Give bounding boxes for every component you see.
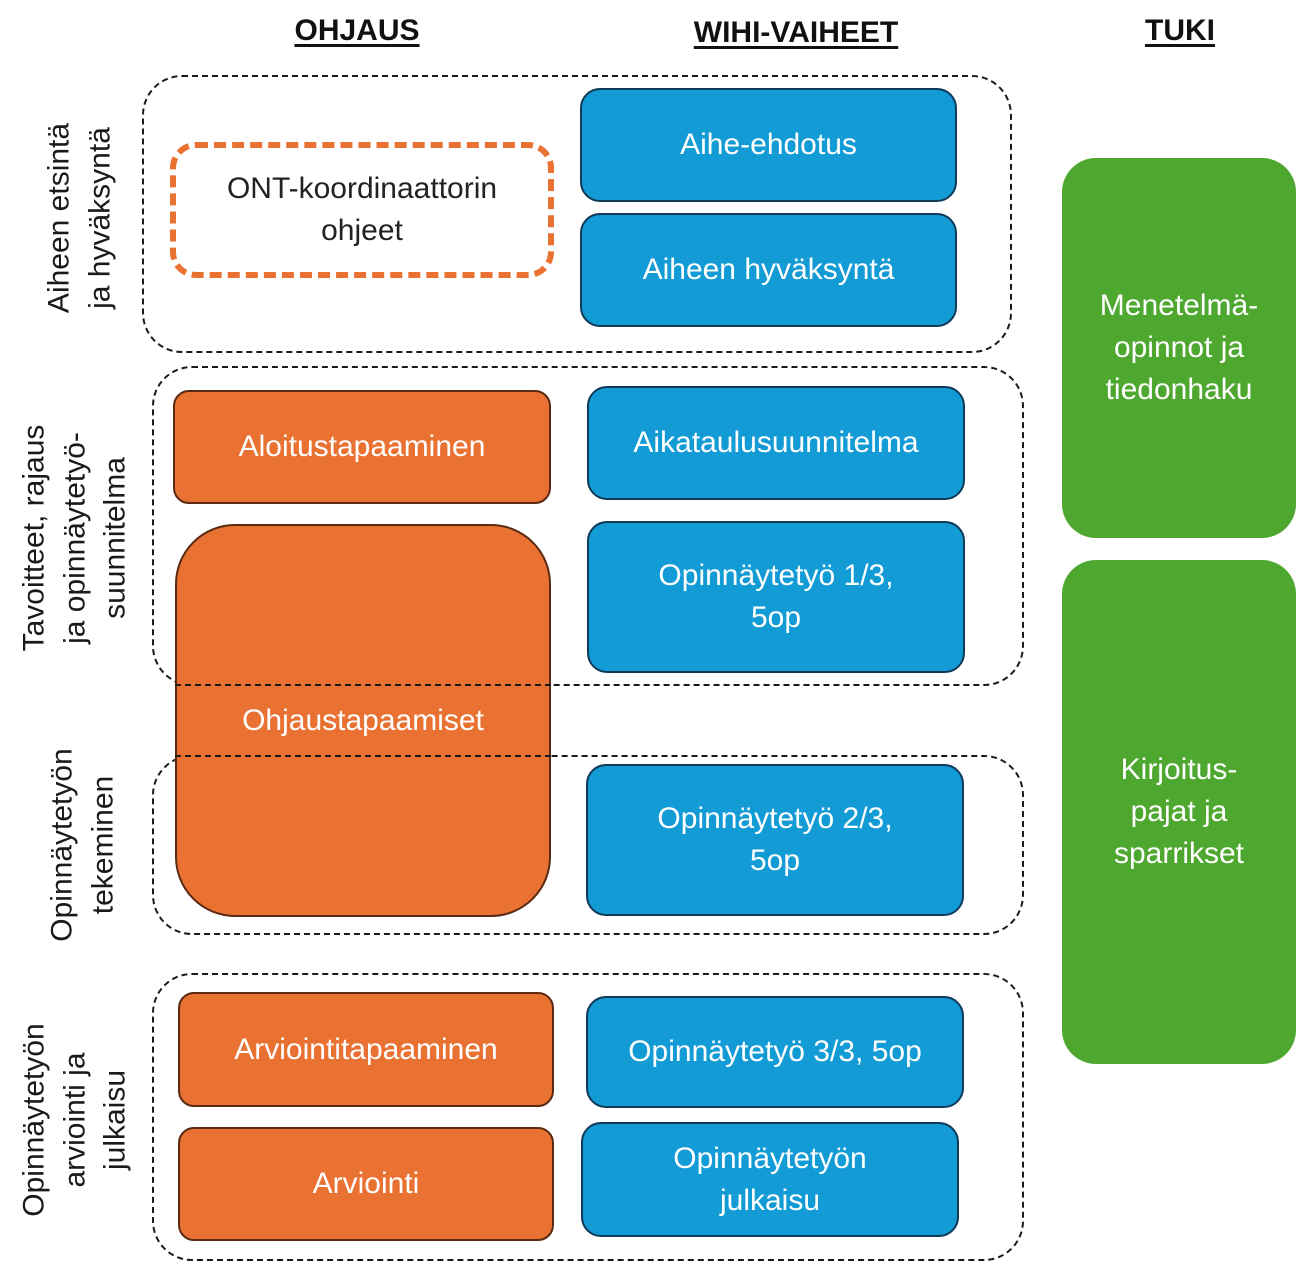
ohjaustapaamiset-box: Ohjaustapaamiset — [175, 524, 551, 917]
aloitustapaaminen-box: Aloitustapaaminen — [173, 390, 551, 504]
opinnaytetyo-3-3-box: Opinnäytetyö 3/3, 5op — [586, 996, 964, 1108]
aiheen-hyvaksynta-box: Aiheen hyväksyntä — [580, 213, 957, 327]
phase-group-work — [152, 755, 1024, 935]
opinnaytetyo-1-3-box: Opinnäytetyö 1/3,5op — [587, 521, 965, 673]
header-ohjaus: OHJAUS — [294, 14, 420, 47]
aikataulusuunnitelma-box: Aikataulusuunnitelma — [587, 386, 965, 500]
phase-group-evaluation — [152, 973, 1024, 1261]
phase-group-topic — [142, 75, 1012, 353]
arviointi-box: Arviointi — [178, 1127, 554, 1241]
opinnaytetyo-2-3-box: Opinnäytetyö 2/3,5op — [586, 764, 964, 916]
header-tuki: TUKI — [1145, 14, 1215, 47]
group-border-overlay-bottom — [175, 684, 551, 686]
aihe-ehdotus-box: Aihe-ehdotus — [580, 88, 957, 202]
phase-group-planning — [152, 366, 1024, 686]
header-wihi-vaiheet: WIHI-VAIHEET — [693, 16, 899, 49]
group-border-overlay-top — [175, 755, 551, 757]
arviointitapaaminen-box: Arviointitapaaminen — [178, 992, 554, 1107]
